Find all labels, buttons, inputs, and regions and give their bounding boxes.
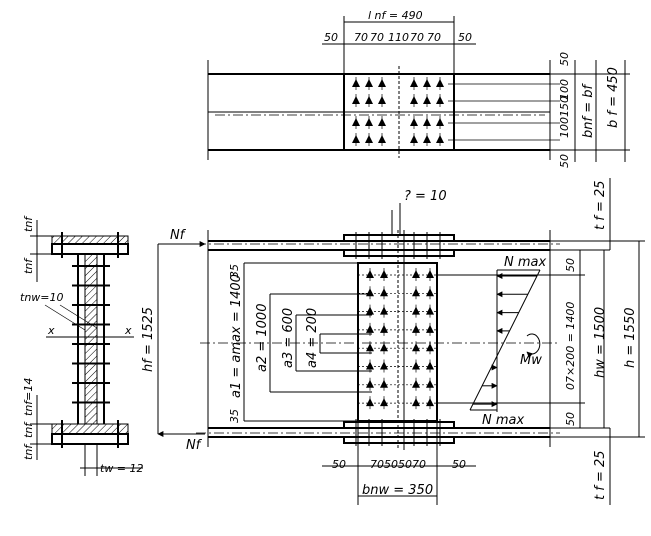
top-dim-5: 70 (410, 31, 424, 44)
nf-bottom-label: Nf (186, 438, 203, 453)
top-dim-1: 50 (324, 31, 338, 44)
bnf-label: bnf = bf (581, 83, 596, 138)
tw-label: tw = 12 (100, 462, 144, 475)
a1-label: a1 = amax = 1400 (229, 274, 244, 398)
bnw-label: bnw = 350 (362, 483, 433, 498)
bottom-dim-4: 50 (398, 458, 412, 471)
top-dim-2: 70 (354, 31, 368, 44)
bolt-force-diagram: N max N max Mw (469, 255, 546, 428)
right-dim-100b: 100 (558, 117, 571, 138)
nmax-top-label: N max (504, 255, 546, 270)
right-dim-50-top: 50 (558, 52, 571, 66)
axis-x-right: x (124, 324, 132, 337)
right-50-bot: 50 (564, 412, 577, 426)
flange-bolts-front (355, 232, 441, 446)
h-label: h = 1550 (623, 308, 638, 368)
a2-label: a2 = 1000 (255, 304, 270, 372)
top-view: l nf = 490 50 70 70 110 70 70 50 50 100 … (207, 9, 630, 168)
right-dim-150: 150 (558, 96, 571, 117)
bottom-dim-2: 70 (370, 458, 384, 471)
front-view: ? = 10 Nf Nf hf = 1525 35 35 a1 = amax =… (141, 178, 645, 505)
mw-label: Mw (520, 353, 542, 368)
web-bolt-group (358, 268, 437, 410)
tnf-bot-label-2: tnf (22, 443, 35, 460)
tnw-label: tnw=10 (20, 291, 64, 304)
right-dim-100a: 100 (558, 79, 571, 100)
tnf-14-label: tnf=14 (22, 378, 35, 416)
top-bolt-group (352, 77, 560, 146)
right-dim-50-bot: 50 (558, 154, 571, 168)
nmax-bottom-label: N max (482, 413, 524, 428)
tnf-top-label: tnf (22, 215, 35, 232)
tf-top-label: t f = 25 (593, 180, 608, 230)
bottom-dim-6: 50 (452, 458, 466, 471)
right-50-top: 50 (564, 258, 577, 272)
tnf-bot-label-1: tnf (22, 421, 35, 438)
top-dim-6: 70 (427, 31, 441, 44)
nf-top-label: Nf (170, 228, 187, 243)
bottom-dim-1: 50 (332, 458, 346, 471)
dim-35-top: 35 (228, 264, 241, 278)
right-mid-label: 07×200 = 1400 (564, 302, 577, 390)
top-dim-4: 110 (388, 31, 409, 44)
tnf-top-label-2: tnf (22, 257, 35, 274)
bf-label: b f = 450 (606, 67, 621, 128)
a3-label: a3 = 600 (281, 308, 296, 368)
dim-35-bot: 35 (228, 409, 241, 423)
section-bolt-group (61, 232, 119, 448)
hole-label: ? = 10 (404, 189, 447, 204)
top-dim-7: 50 (458, 31, 472, 44)
top-dim-3: 70 (370, 31, 384, 44)
cross-section: x x tnf tnf tnw=10 tnf=14 tnf tnf tw = 1… (20, 215, 144, 476)
bottom-dim-3: 50 (384, 458, 398, 471)
bottom-dim-5: 70 (412, 458, 426, 471)
tf-bot-label: t f = 25 (593, 450, 608, 500)
hw-label: hw = 1500 (593, 307, 608, 378)
hf-label: hf = 1525 (141, 307, 156, 372)
top-length-label: l nf = 490 (368, 9, 423, 22)
a4-label: a4 = 200 (305, 308, 320, 368)
axis-x-left: x (47, 324, 55, 337)
